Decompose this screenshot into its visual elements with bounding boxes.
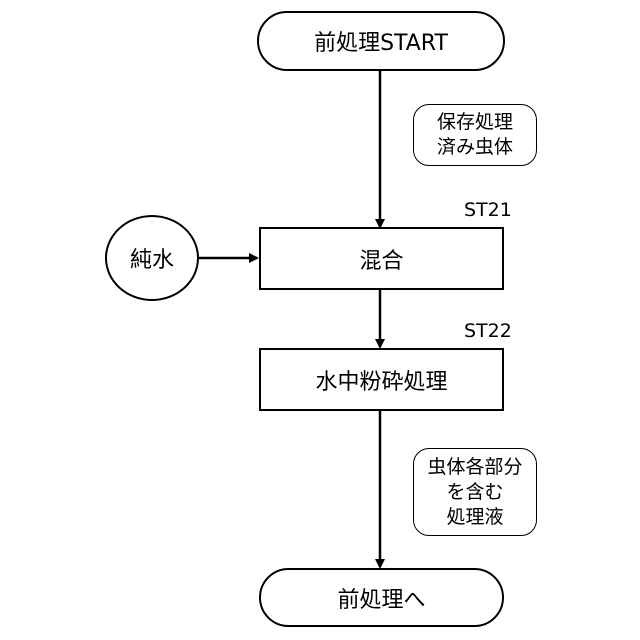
output-note-line-3: 処理液 bbox=[446, 505, 503, 530]
water-input-circle: 純水 bbox=[105, 215, 199, 301]
mix-label: 混合 bbox=[359, 243, 403, 275]
input-note: 保存処理 済み虫体 bbox=[413, 104, 537, 166]
output-note-line-2: を含む bbox=[446, 480, 503, 505]
start-terminal: 前処理START bbox=[257, 11, 505, 71]
step-label-mix: ST21 bbox=[464, 199, 512, 221]
water-label: 純水 bbox=[130, 242, 174, 274]
output-note: 虫体各部分 を含む 処理液 bbox=[413, 448, 537, 536]
end-label: 前処理へ bbox=[337, 582, 425, 614]
grind-process: 水中粉砕処理 bbox=[259, 348, 504, 411]
mix-process: 混合 bbox=[259, 227, 504, 290]
start-label: 前処理START bbox=[314, 25, 448, 57]
grind-label: 水中粉砕処理 bbox=[315, 364, 447, 396]
step-label-grind: ST22 bbox=[464, 320, 512, 342]
output-note-line-1: 虫体各部分 bbox=[427, 455, 522, 480]
input-note-line-1: 保存処理 bbox=[437, 110, 513, 135]
input-note-line-2: 済み虫体 bbox=[437, 135, 513, 160]
end-terminal: 前処理へ bbox=[259, 568, 504, 627]
